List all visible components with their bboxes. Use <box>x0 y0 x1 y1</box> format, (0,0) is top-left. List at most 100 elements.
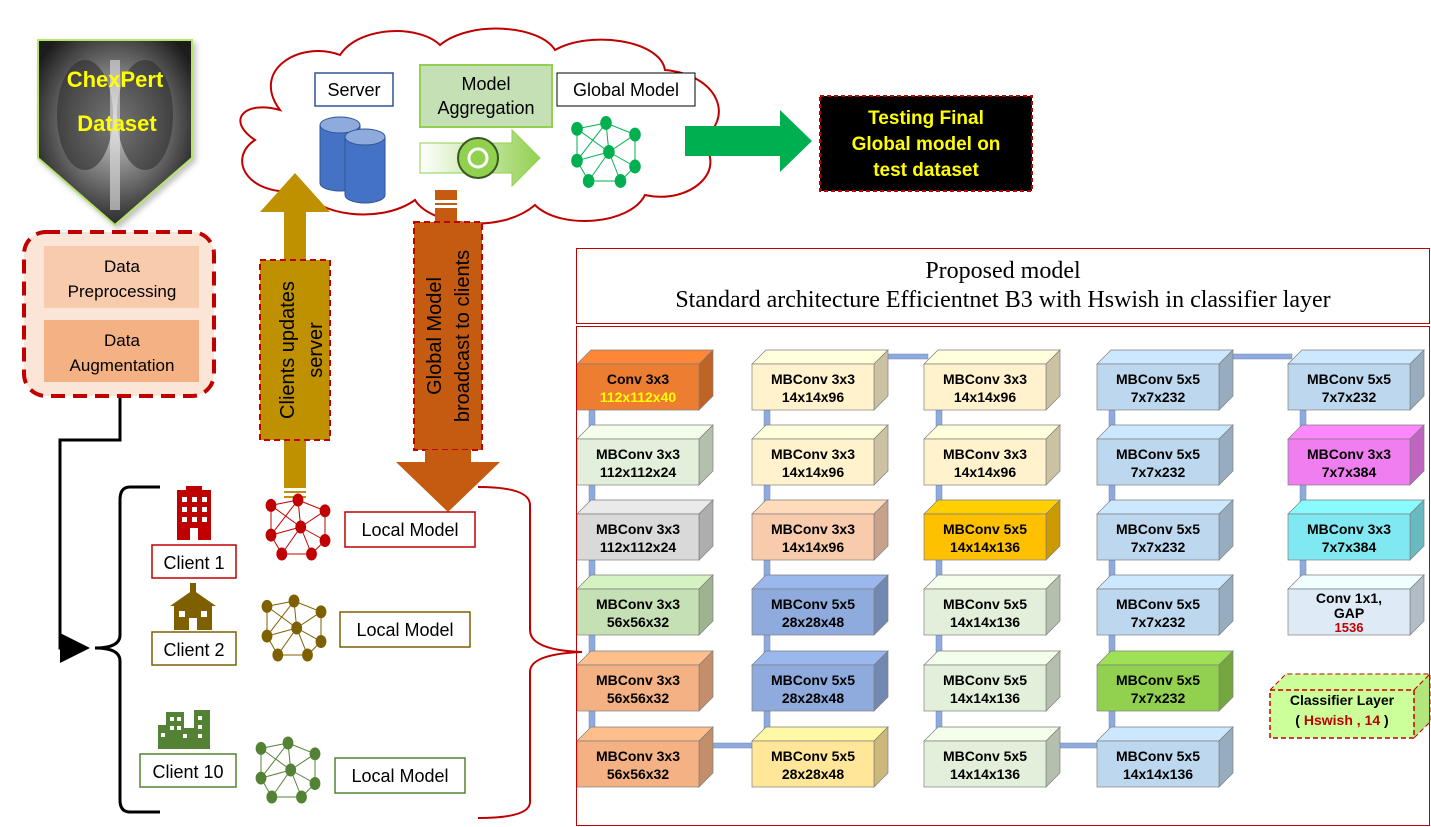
block-shape: 7x7x232 <box>1131 464 1186 480</box>
network-node <box>288 594 300 608</box>
clients-updates-line2: server <box>305 322 327 378</box>
block-front-face <box>576 513 700 561</box>
arch-block: MBConv 5x5 14x14x136 <box>923 499 1061 561</box>
block-shape: 14x14x96 <box>954 389 1017 405</box>
block-channels: 1536 <box>1335 620 1364 635</box>
client10-name-box <box>139 753 237 788</box>
arch-block: Conv 3x3 112x112x40 <box>576 349 714 411</box>
block-front-face <box>1096 588 1220 636</box>
block-name: MBConv 3x3 <box>596 672 680 688</box>
client10-name: Client 10 <box>152 762 223 782</box>
block-name: MBConv 5x5 <box>1116 596 1200 612</box>
block-name: MBConv 5x5 <box>943 748 1027 764</box>
block-shape: 28x28x48 <box>782 766 845 782</box>
network-edge <box>270 499 299 536</box>
block-front-face <box>1096 363 1220 411</box>
block-shape: GAP <box>1334 605 1364 621</box>
block-shape: 7x7x384 <box>1322 539 1377 555</box>
block-shape: 112x112x40 <box>600 389 677 405</box>
block-shape: 14x14x96 <box>782 464 845 480</box>
block-front-face <box>1287 588 1411 636</box>
block-shape: 112x112x24 <box>600 464 677 480</box>
global-network-icon <box>571 116 641 188</box>
server-label-box: Server <box>314 72 394 107</box>
block-front-face <box>576 363 700 411</box>
block-front-face <box>923 438 1047 486</box>
block-front-face <box>1096 438 1220 486</box>
block-front-face <box>923 588 1047 636</box>
block-front-face <box>751 438 875 486</box>
block-name: MBConv 3x3 <box>1307 446 1391 462</box>
network-node <box>265 498 277 512</box>
block-front-face <box>923 740 1047 788</box>
block-front-face <box>923 664 1047 712</box>
client2-name: Client 2 <box>163 640 224 660</box>
classifier-paren-open: ( <box>1295 712 1304 728</box>
dataset-title-line2: Dataset <box>77 111 157 136</box>
block-shape: 14x14x136 <box>950 690 1020 706</box>
network-node <box>261 629 273 643</box>
block-name: MBConv 5x5 <box>1116 446 1200 462</box>
network-node <box>295 520 307 534</box>
network-node <box>255 741 267 755</box>
network-node <box>255 771 267 785</box>
aggregation-line2: Aggregation <box>437 98 534 118</box>
block-name: MBConv 3x3 <box>596 748 680 764</box>
arch-block: MBConv 5x5 7x7x232 <box>1096 424 1234 486</box>
network-node <box>319 534 331 547</box>
preprocessing-line1: Data <box>104 257 140 276</box>
testing-line2: Global model on <box>852 134 1001 155</box>
network-node <box>603 145 615 159</box>
block-name: MBConv 3x3 <box>596 521 680 537</box>
block-name: MBConv 3x3 <box>771 371 855 387</box>
block-shape: 7x7x232 <box>1131 539 1186 555</box>
network-node <box>571 153 583 168</box>
network-node <box>309 747 321 761</box>
network-edge <box>266 600 295 637</box>
broadcast-line2: broadcast to clients <box>452 250 474 422</box>
block-name: MBConv 5x5 <box>771 672 855 688</box>
block-front-face <box>576 664 700 712</box>
network-node <box>272 648 284 662</box>
block-front-face <box>576 588 700 636</box>
client-brace <box>94 485 160 814</box>
block-shape: 14x14x136 <box>1123 766 1193 782</box>
network-node <box>315 635 327 648</box>
block-shape: 14x14x136 <box>950 539 1020 555</box>
network-node <box>282 736 294 750</box>
block-front-face <box>751 588 875 636</box>
block-shape: 28x28x48 <box>782 614 845 630</box>
block-name: MBConv 3x3 <box>596 596 680 612</box>
proposed-model-title: Proposed model <box>925 258 1081 284</box>
client2-local-network-icon <box>261 594 327 662</box>
arch-block: MBConv 3x3 14x14x96 <box>751 349 889 411</box>
block-shape: 7x7x232 <box>1322 389 1377 405</box>
preprocessing-panel: Data Preprocessing Data Augmentation <box>22 230 216 398</box>
network-node <box>306 547 317 561</box>
proposed-model-title-box: Proposed model Standard architecture Eff… <box>576 248 1430 324</box>
client2-school-icon <box>170 583 216 630</box>
block-shape: 56x56x32 <box>607 690 670 706</box>
block-name: MBConv 5x5 <box>943 521 1027 537</box>
block-front-face <box>1287 363 1411 411</box>
block-name: MBConv 5x5 <box>943 672 1027 688</box>
dataset-title-line1: ChexPert <box>67 67 164 92</box>
block-front-face <box>923 513 1047 561</box>
block-name: Conv 3x3 <box>607 371 669 387</box>
testing-box: Testing Final Global model on test datas… <box>819 95 1033 192</box>
block-shape: 14x14x136 <box>950 766 1020 782</box>
client10-local-model-label: Local Model <box>351 766 448 786</box>
block-shape: 14x14x96 <box>782 389 845 405</box>
block-front-face <box>576 740 700 788</box>
client2-name-box <box>151 631 237 666</box>
